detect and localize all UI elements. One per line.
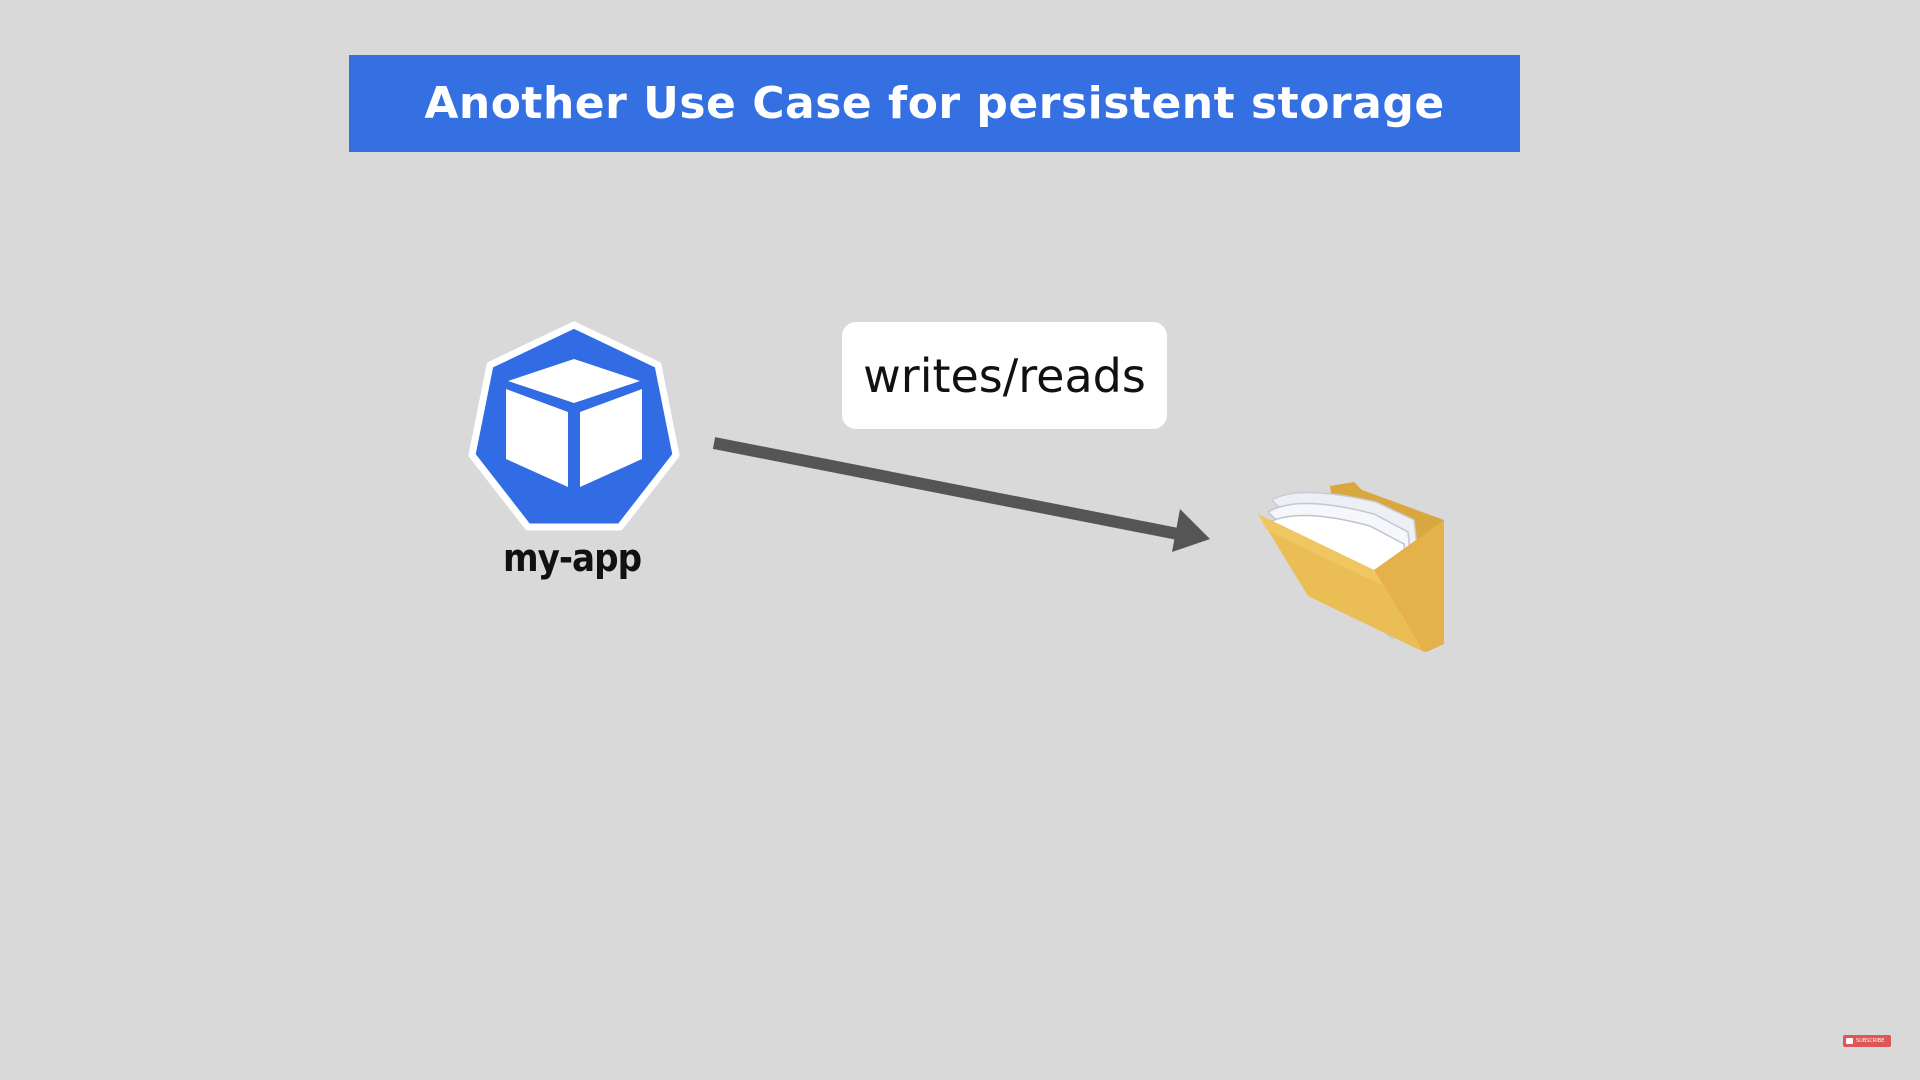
app-label: my-app (502, 536, 642, 580)
subscribe-label: SUBSCRIBE (1856, 1037, 1885, 1044)
slide-title: Another Use Case for persistent storage (424, 78, 1445, 129)
writes-reads-label: writes/reads (863, 348, 1146, 403)
writes-reads-label-box: writes/reads (842, 322, 1167, 429)
arrow-right-icon (712, 437, 1210, 552)
youtube-play-icon (1846, 1038, 1853, 1044)
folder-icon (1258, 482, 1444, 652)
subscribe-badge[interactable]: SUBSCRIBE (1843, 1035, 1891, 1047)
title-banner: Another Use Case for persistent storage (349, 55, 1520, 152)
kubernetes-pod-icon (468, 321, 680, 531)
